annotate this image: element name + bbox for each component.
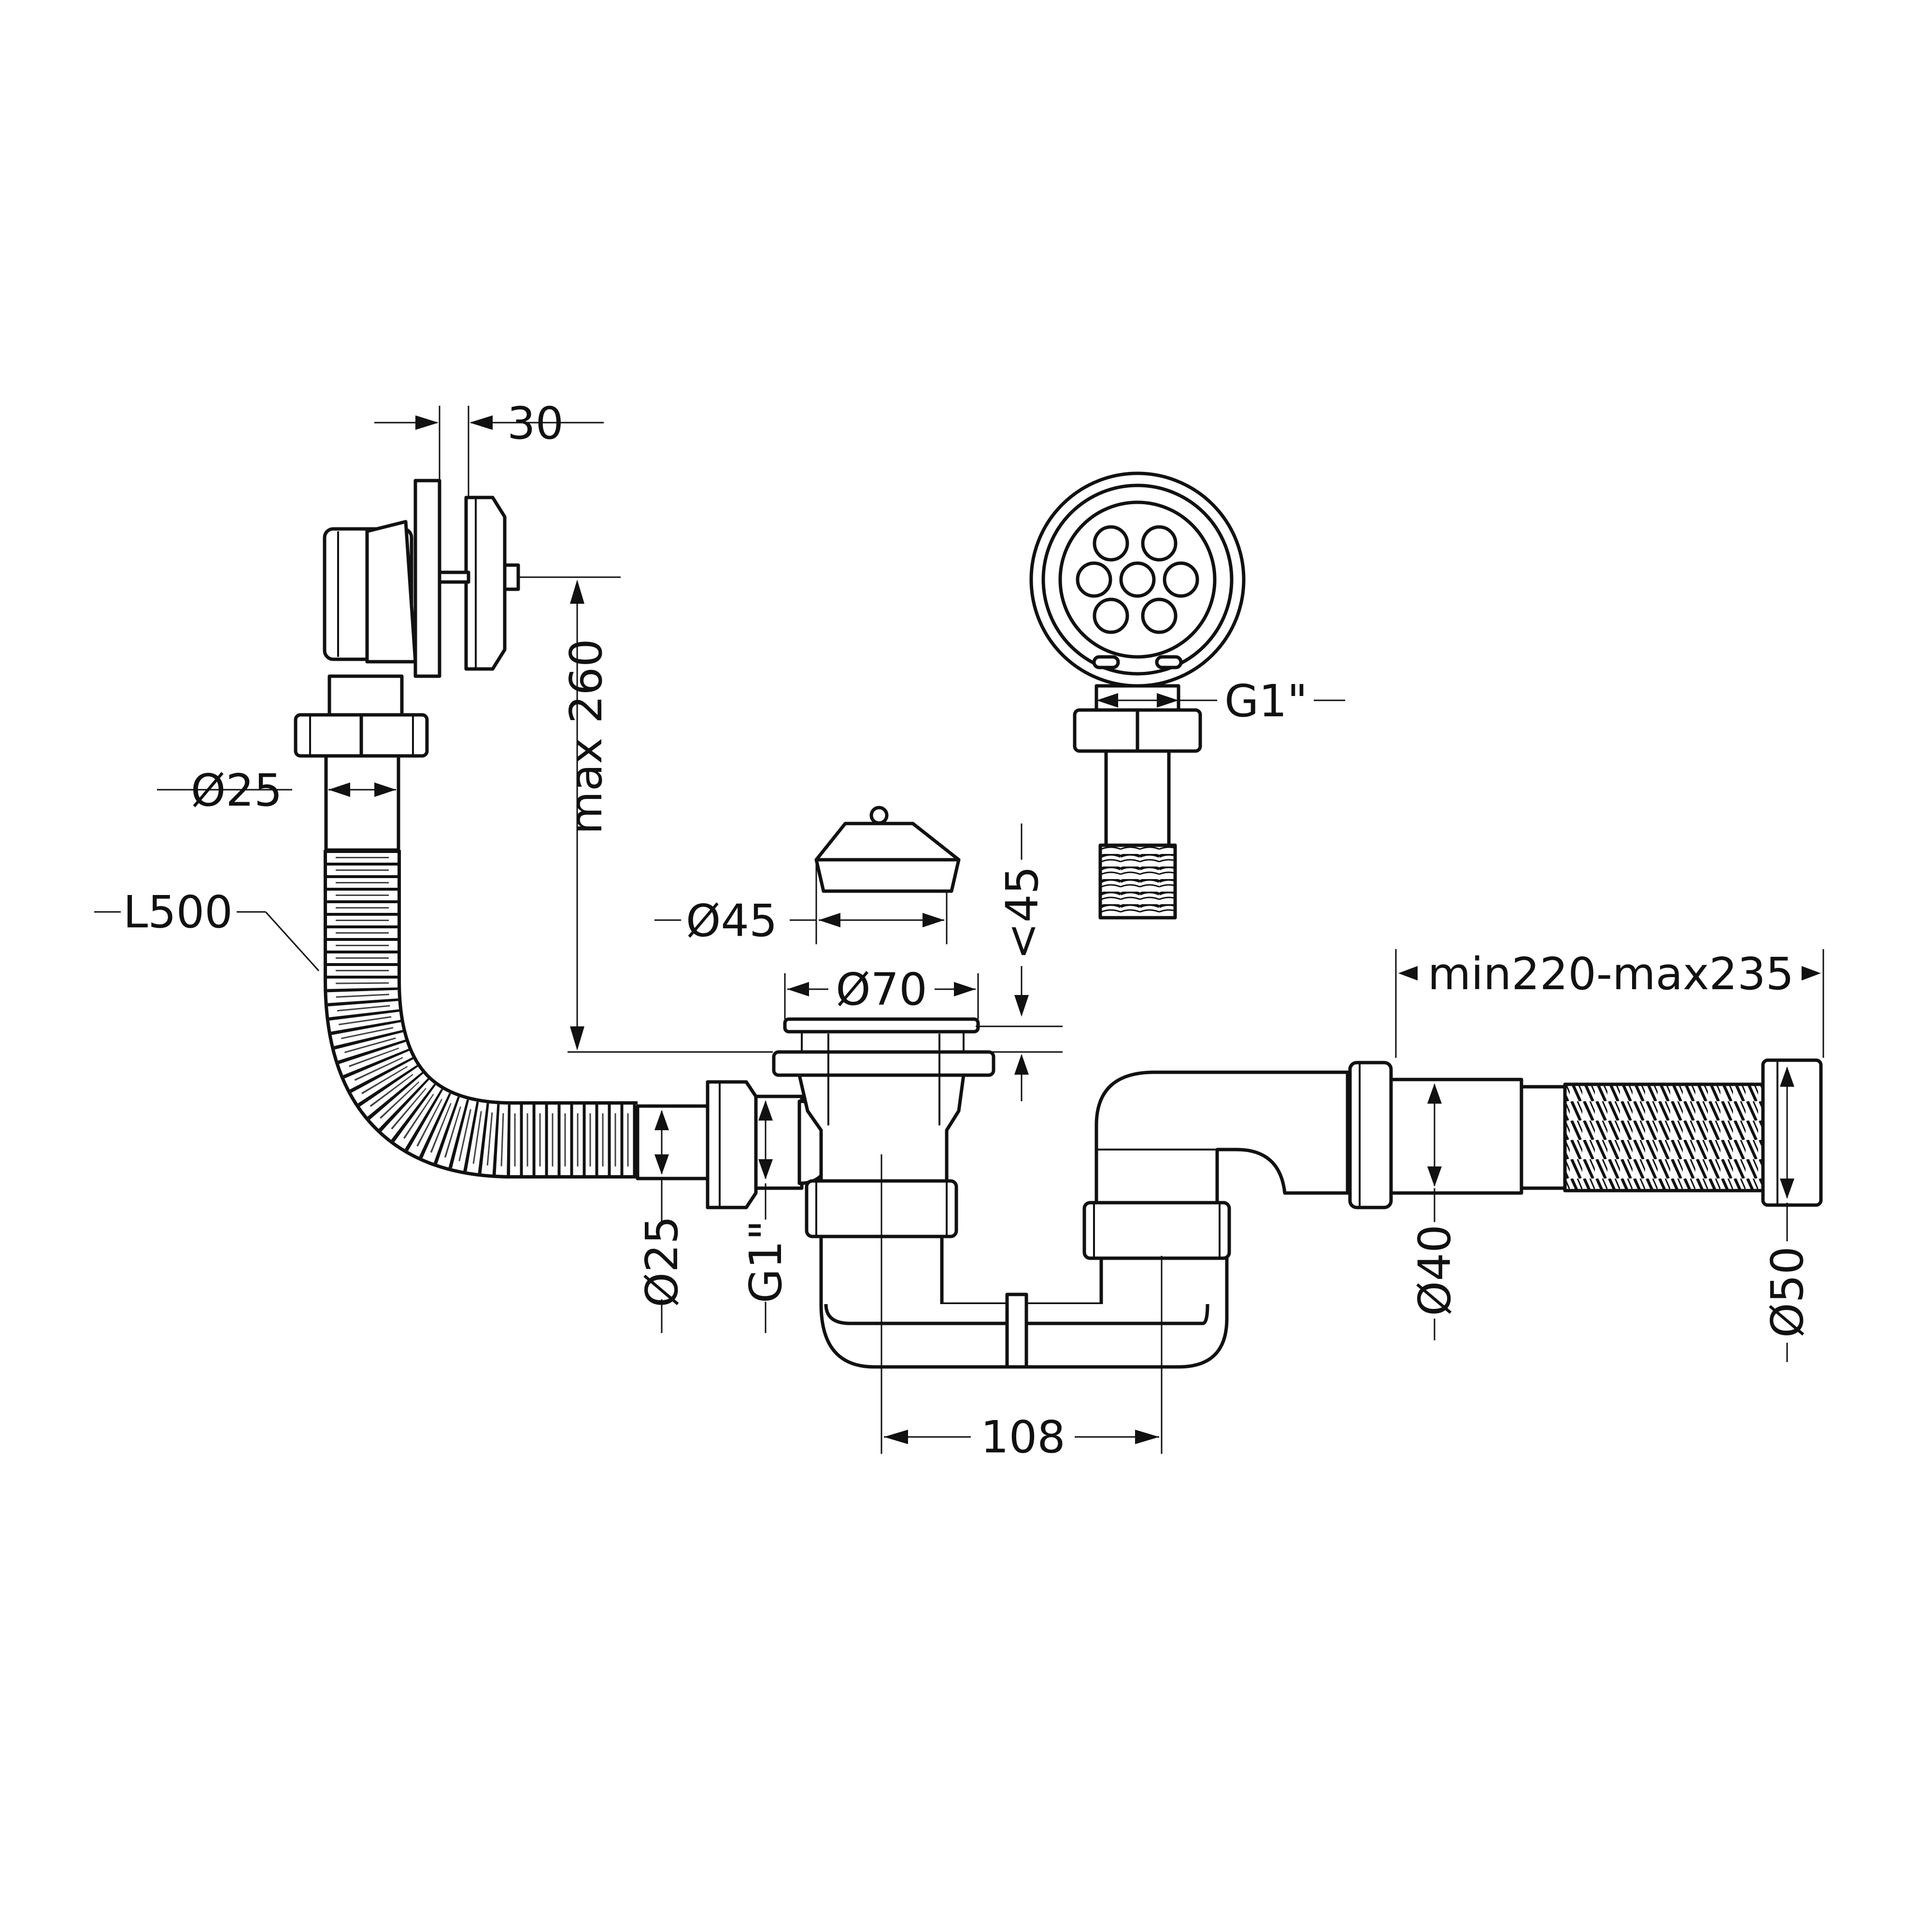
outlet-corrugated-hose (1563, 1082, 1765, 1193)
overflow-neck (327, 674, 404, 717)
plug-body (814, 858, 961, 893)
dim-plug-dia: Ø45 (686, 895, 777, 947)
outlet (1346, 1058, 1823, 1209)
dim-outlet-dia-inner: Ø40 (1409, 1224, 1461, 1316)
grate-hole (1093, 597, 1129, 634)
grate-tube (1104, 749, 1171, 847)
plug-ring (869, 806, 889, 825)
trap-clamp (1005, 1293, 1028, 1369)
grate-hole (1163, 561, 1199, 598)
outlet-reducer (1520, 1085, 1567, 1190)
dim-outlet-length: min220-max235 (1428, 948, 1794, 1000)
dim-drain-flange-dia: Ø70 (836, 964, 927, 1015)
dim-inlet-dia: Ø25 (636, 1216, 688, 1307)
overflow-tube (324, 754, 400, 852)
grate-hole (1093, 525, 1129, 562)
grate-hole (1119, 561, 1156, 598)
inlet-nut (706, 1080, 758, 1209)
drain-body (636, 1017, 995, 1238)
trap (819, 1070, 1350, 1369)
trap-u-bend (819, 1235, 1229, 1369)
corrugated-hose (327, 850, 638, 1175)
overflow-stem (438, 570, 470, 584)
dim-outlet-dia-outer: Ø50 (1762, 1246, 1813, 1337)
grate-slot (1155, 655, 1183, 669)
dim-overflow-depth: 30 (507, 398, 564, 449)
outlet-nut (1348, 1061, 1393, 1209)
dimension-lines (94, 406, 1824, 1454)
drain-flange (772, 1050, 995, 1077)
dim-plug-depth: <45 (996, 866, 1048, 960)
dim-inlet-thread: G1" (740, 1220, 792, 1303)
grate-hole (1141, 525, 1178, 562)
overflow-cover (464, 496, 507, 671)
dim-max-height: max 260 (560, 639, 612, 834)
inlet-tube (636, 1104, 712, 1180)
drain-top-ring (783, 1017, 980, 1034)
trap-nut (1082, 1201, 1231, 1260)
grate-hole (1076, 561, 1112, 598)
overflow-cone (365, 520, 417, 664)
dimension-labels: 30 max 260 Ø25 L500 G1" Ø45 <45 Ø70 Ø25 … (123, 398, 1813, 1463)
overflow-grate (1029, 471, 1246, 920)
grate-slot (1092, 655, 1120, 669)
overflow-plate (413, 479, 441, 678)
plug (814, 806, 961, 893)
dim-overflow-thread: G1" (1224, 675, 1307, 727)
trap-riser-elbow (1094, 1070, 1350, 1205)
grate-hole (1141, 597, 1178, 634)
overflow-assembly (294, 479, 638, 1179)
dim-overflow-tube-dia: Ø25 (191, 765, 282, 816)
plug-top (814, 822, 961, 862)
drain-inner-lines (801, 1032, 965, 1125)
grate-corrugated-hose (1098, 843, 1177, 920)
dim-hose-length: L500 (123, 886, 233, 938)
overflow-knob (503, 563, 520, 591)
dim-trap-spacing: 108 (980, 1411, 1065, 1463)
